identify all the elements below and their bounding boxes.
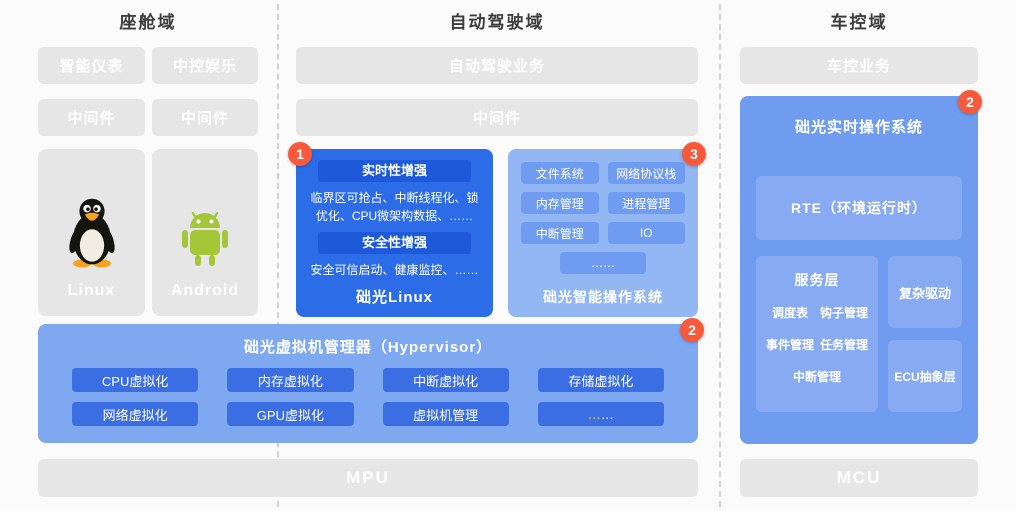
android-os-box: Android bbox=[152, 149, 258, 316]
infotainment-box: 中控娱乐 bbox=[152, 47, 258, 84]
cpu-virtualization-chip: CPU虚拟化 bbox=[72, 368, 199, 392]
rtos-box: 础光实时操作系统 RTE（环境运行时） 服务层 调度表 钩子管理 事件管理 任务… bbox=[740, 96, 978, 444]
realtime-enhancement-header: 实时性增强 bbox=[318, 160, 471, 182]
vm-management-chip: 虚拟机管理 bbox=[382, 402, 509, 426]
more-chip: …… bbox=[560, 252, 646, 274]
badge-2-rtos: 2 bbox=[958, 90, 982, 114]
chuguang-linux-label: 础光Linux bbox=[356, 289, 433, 306]
storage-virtualization-chip: 存储虚拟化 bbox=[537, 368, 664, 392]
task-mgmt-item: 任务管理 bbox=[819, 338, 868, 352]
io-chip: IO bbox=[607, 222, 685, 244]
ecu-abstraction-box: ECU抽象层 bbox=[888, 340, 962, 412]
security-enhancement-body: 安全可信启动、健康监控、…… bbox=[310, 263, 479, 277]
vehicle-business-box: 车控业务 bbox=[740, 47, 978, 84]
android-label: Android bbox=[170, 282, 240, 299]
security-enhancement-header: 安全性增强 bbox=[318, 232, 471, 254]
network-stack-chip: 网络协议栈 bbox=[607, 162, 685, 184]
linux-label: Linux bbox=[67, 282, 116, 299]
rte-box: RTE（环境运行时） bbox=[756, 176, 962, 240]
hypervisor-title: 础光虚拟机管理器（Hypervisor） bbox=[243, 339, 493, 356]
schedule-table-item: 调度表 bbox=[771, 306, 808, 320]
complex-driver-box: 复杂驱动 bbox=[888, 256, 962, 328]
linux-tux-icon bbox=[63, 196, 121, 268]
smart-os-label: 础光智能操作系统 bbox=[543, 289, 663, 305]
smart-os-grid: 文件系统 网络协议栈 内存管理 进程管理 中断管理 IO bbox=[521, 162, 685, 244]
badge-3: 3 bbox=[682, 142, 706, 166]
ad-domain-title: 自动驾驶域 bbox=[449, 13, 545, 32]
middleware-box-2: 中间件 bbox=[152, 99, 258, 136]
vehicle-domain-title: 车控域 bbox=[830, 13, 888, 32]
linux-os-box: Linux bbox=[38, 149, 145, 316]
hook-mgmt-item: 钩子管理 bbox=[819, 306, 868, 320]
column-divider-right bbox=[719, 4, 721, 507]
badge-2-hypervisor: 2 bbox=[680, 318, 704, 342]
hypervisor-box: 础光虚拟机管理器（Hypervisor） CPU虚拟化 内存虚拟化 中断虚拟化 … bbox=[38, 324, 698, 443]
hypervisor-grid: CPU虚拟化 内存虚拟化 中断虚拟化 存储虚拟化 网络虚拟化 GPU虚拟化 虚拟… bbox=[72, 368, 664, 426]
process-mgmt-chip: 进程管理 bbox=[607, 192, 685, 214]
interrupt-virtualization-chip: 中断虚拟化 bbox=[382, 368, 509, 392]
memory-virtualization-chip: 内存虚拟化 bbox=[227, 368, 354, 392]
event-mgmt-item: 事件管理 bbox=[765, 338, 814, 352]
network-virtualization-chip: 网络虚拟化 bbox=[72, 402, 199, 426]
file-system-chip: 文件系统 bbox=[521, 162, 599, 184]
smart-os-box: 文件系统 网络协议栈 内存管理 进程管理 中断管理 IO …… 础光智能操作系统 bbox=[508, 149, 698, 317]
gpu-virtualization-chip: GPU虚拟化 bbox=[227, 402, 354, 426]
ad-middleware-box: 中间件 bbox=[296, 99, 698, 136]
memory-mgmt-chip: 内存管理 bbox=[521, 192, 599, 214]
mpu-box: MPU bbox=[38, 459, 698, 497]
ad-business-box: 自动驾驶业务 bbox=[296, 47, 698, 84]
service-layer-box: 服务层 调度表 钩子管理 事件管理 任务管理 中断管理 bbox=[756, 256, 878, 412]
service-layer-title: 服务层 bbox=[794, 272, 840, 288]
badge-1: 1 bbox=[288, 142, 312, 166]
smart-instrument-box: 智能仪表 bbox=[38, 47, 145, 84]
mcu-box: MCU bbox=[740, 459, 978, 497]
chuguang-linux-box: 实时性增强 临界区可抢占、中断线程化、锁优化、CPU微架构数据、…… 安全性增强… bbox=[296, 149, 493, 317]
column-divider-left bbox=[277, 4, 279, 507]
realtime-enhancement-body: 临界区可抢占、中断线程化、锁优化、CPU微架构数据、…… bbox=[310, 191, 479, 223]
android-robot-icon bbox=[173, 206, 237, 268]
cockpit-domain-title: 座舱域 bbox=[119, 13, 177, 32]
middleware-box-1: 中间件 bbox=[38, 99, 145, 136]
rtos-title: 础光实时操作系统 bbox=[794, 119, 923, 136]
hypervisor-more-chip: …… bbox=[537, 402, 664, 426]
service-layer-grid: 调度表 钩子管理 事件管理 任务管理 中断管理 bbox=[764, 304, 870, 385]
interrupt-mgmt-chip: 中断管理 bbox=[521, 222, 599, 244]
interrupt-mgmt-item: 中断管理 bbox=[792, 370, 841, 384]
